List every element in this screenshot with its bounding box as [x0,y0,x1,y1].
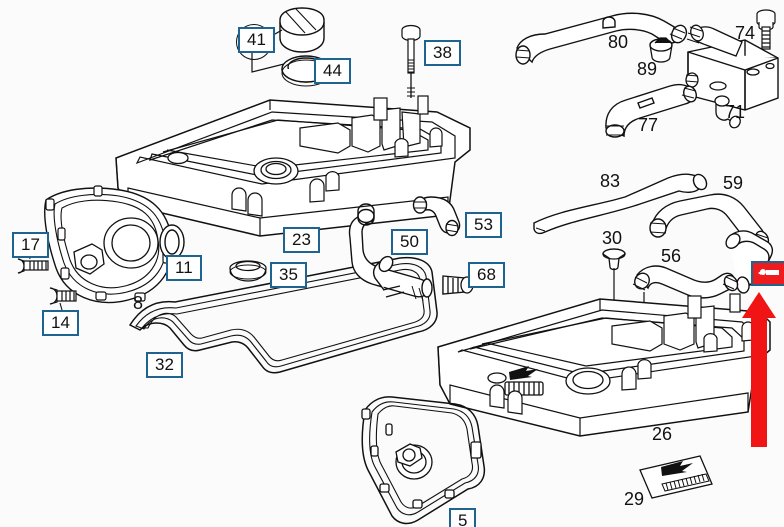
label-89: 89 [637,59,658,79]
label-30: 30 [602,228,623,248]
label-41[interactable]: 41 [238,27,275,53]
label-68[interactable]: 68 [468,262,505,288]
highlight-part-icon [758,269,779,275]
label-32[interactable]: 32 [146,352,183,378]
attention-arrow-shaft [751,318,767,447]
label-59: 59 [723,173,744,193]
attention-arrow-head [742,292,776,318]
label-56: 56 [661,246,682,266]
label-17[interactable]: 17 [12,232,49,258]
label-77: 77 [638,115,659,135]
label-83: 83 [600,171,621,191]
label-38[interactable]: 38 [424,40,461,66]
highlighted-part-thumbnail[interactable] [751,261,784,286]
label-26: 26 [652,424,673,444]
label-53[interactable]: 53 [465,212,502,238]
label-71: 71 [725,102,746,122]
label-74: 74 [735,23,756,43]
label-5[interactable]: 5 [449,508,477,527]
label-50[interactable]: 50 [391,229,428,255]
label-11[interactable]: 11 [166,255,202,281]
label-14[interactable]: 14 [42,310,79,336]
label-23[interactable]: 23 [283,227,320,253]
label-8: 8 [133,293,144,313]
label-44[interactable]: 44 [314,58,351,84]
label-29: 29 [624,489,645,509]
label-35[interactable]: 35 [270,262,307,288]
label-80: 80 [608,32,629,52]
